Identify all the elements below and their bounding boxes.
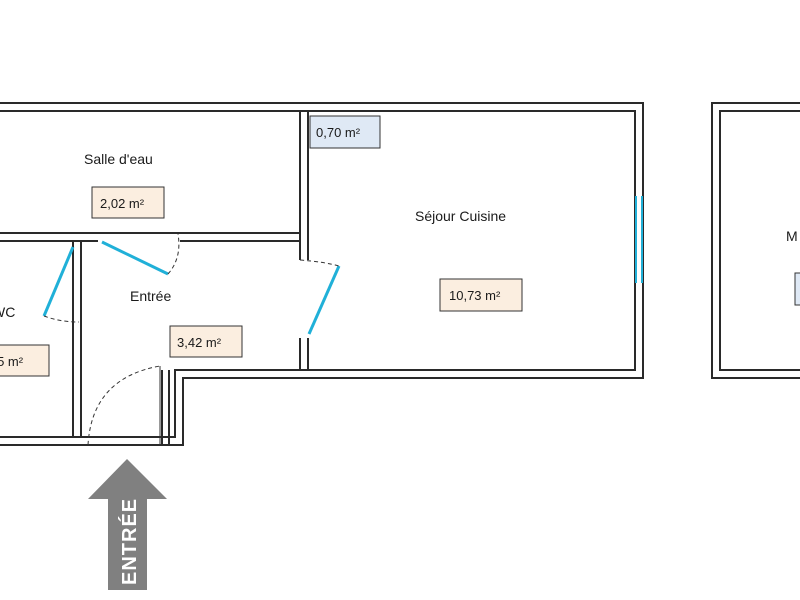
svg-text:1,15 m²: 1,15 m² (0, 354, 24, 369)
area-tag-entree: 3,42 m² (169, 325, 243, 358)
area-tag-placard: 0,70 m² (309, 115, 381, 149)
area-tag-sejour: 10,73 m² (439, 278, 523, 312)
svg-text:3,42 m²: 3,42 m² (177, 335, 222, 350)
area-tag-right-room (794, 272, 800, 306)
window-right-room (711, 102, 800, 379)
entrance-arrow: ENTRÉE (88, 459, 167, 590)
window-sejour (635, 196, 643, 283)
door-sejour (299, 259, 341, 335)
room-label-entree: Entrée (130, 288, 171, 304)
room-label-salle-eau: Salle d'eau (84, 151, 153, 167)
room-label-right: M (786, 228, 798, 244)
door-entrance (87, 365, 161, 446)
door-wc (42, 246, 80, 323)
svg-text:2,02 m²: 2,02 m² (100, 196, 145, 211)
svg-text:10,73 m²: 10,73 m² (449, 288, 501, 303)
room-label-sejour: Séjour Cuisine (415, 208, 506, 224)
svg-text:0,70 m²: 0,70 m² (316, 125, 361, 140)
area-tag-wc: 1,15 m² (0, 344, 50, 377)
room-label-wc: WC (0, 304, 15, 320)
area-tag-salle-eau: 2,02 m² (91, 186, 165, 219)
outer-walls (0, 102, 644, 446)
interior-walls (0, 111, 309, 445)
entrance-arrow-label: ENTRÉE (118, 498, 141, 585)
door-salle-eau (101, 233, 180, 276)
